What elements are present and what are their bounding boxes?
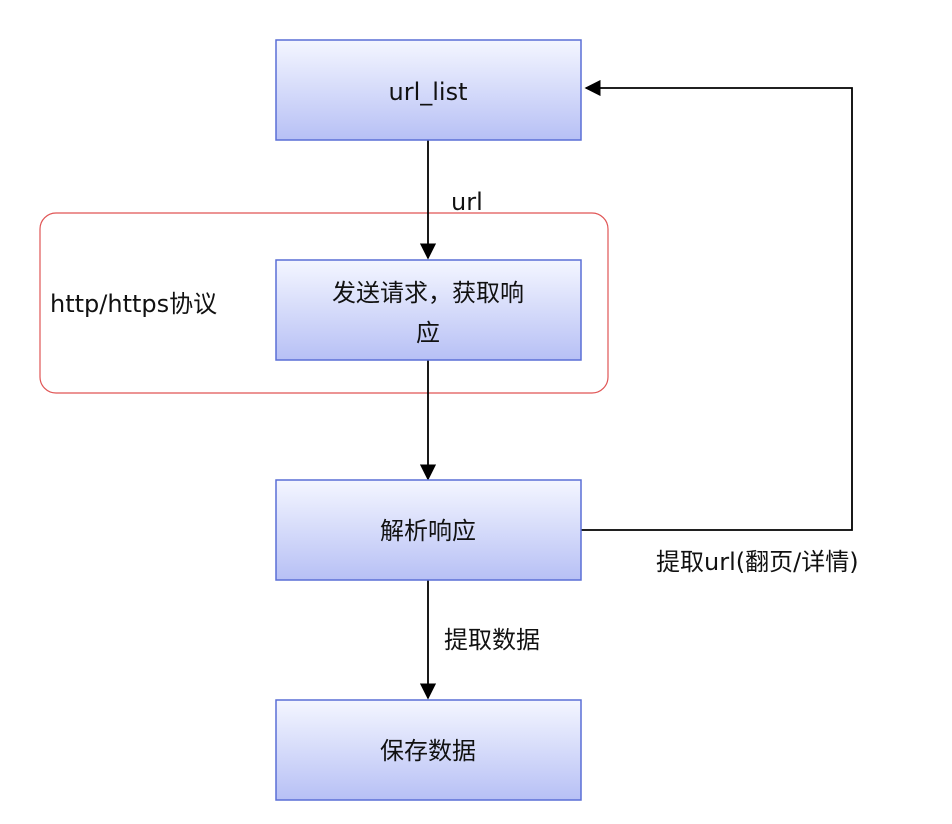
node-parse-response: 解析响应 xyxy=(275,479,582,581)
protocol-group-frame xyxy=(39,212,609,394)
edge-label-extract-data: 提取数据 xyxy=(444,626,540,654)
node-save-data: 保存数据 xyxy=(275,699,582,801)
node-url-list-label: url_list xyxy=(389,78,468,106)
node-save-data-label: 保存数据 xyxy=(380,737,476,765)
node-parse-response-label: 解析响应 xyxy=(380,517,476,545)
node-send-request-label-line2: 应 xyxy=(416,319,440,347)
edge-label-url: url xyxy=(451,188,483,216)
arrow-parse-back-to-url-list xyxy=(581,79,853,531)
edge-label-extract-url: 提取url(翻页/详情) xyxy=(656,548,859,576)
protocol-group-label: http/https协议 xyxy=(50,290,217,318)
node-send-request-label-line1: 发送请求，获取响 xyxy=(332,279,524,307)
node-send-request: 发送请求，获取响 应 xyxy=(275,259,582,361)
node-url-list: url_list xyxy=(275,39,582,141)
